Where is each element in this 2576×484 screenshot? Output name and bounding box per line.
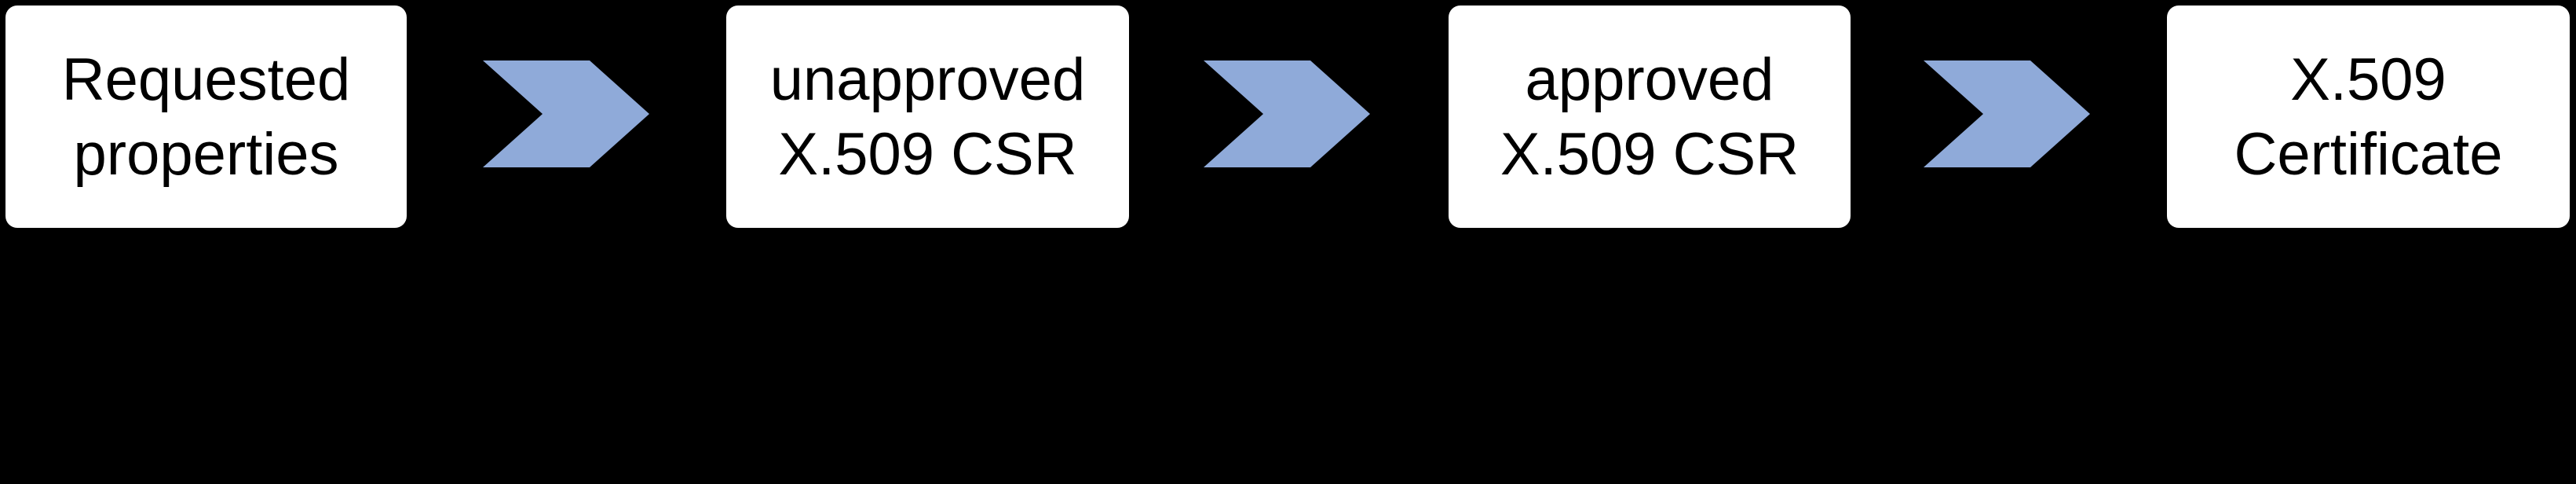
chevron-arrow-right-glyph (1924, 60, 2090, 167)
chevron-arrow-right-icon-2 (1204, 60, 1370, 167)
chevron-arrow-right-icon-1 (483, 60, 649, 167)
node-label-line-1: unapproved (769, 46, 1086, 113)
node-label-line-2: X.509 CSR (1500, 120, 1800, 188)
node-label-line-2: Certificate (2234, 120, 2503, 188)
chevron-arrow-right-glyph (483, 60, 649, 167)
node-requested-properties[interactable]: Requested properties (5, 6, 407, 228)
chevron-arrow-shape (1204, 60, 1370, 167)
chevron-arrow-right-glyph (1204, 60, 1370, 167)
node-label-line-2: X.509 CSR (778, 120, 1077, 188)
chevron-arrow-shape (483, 60, 649, 167)
node-unapproved-csr[interactable]: unapproved X.509 CSR (726, 6, 1129, 228)
node-label-line-1: approved (1525, 46, 1774, 113)
node-approved-csr[interactable]: approved X.509 CSR (1449, 6, 1851, 228)
chevron-arrow-shape (1924, 60, 2090, 167)
chevron-arrow-right-icon-3 (1924, 60, 2090, 167)
node-label-line-1: X.509 (2290, 46, 2446, 113)
node-label-line-1: Requested (61, 46, 351, 113)
node-x509-certificate[interactable]: X.509 Certificate (2167, 6, 2570, 228)
node-label-line-2: properties (73, 120, 339, 188)
